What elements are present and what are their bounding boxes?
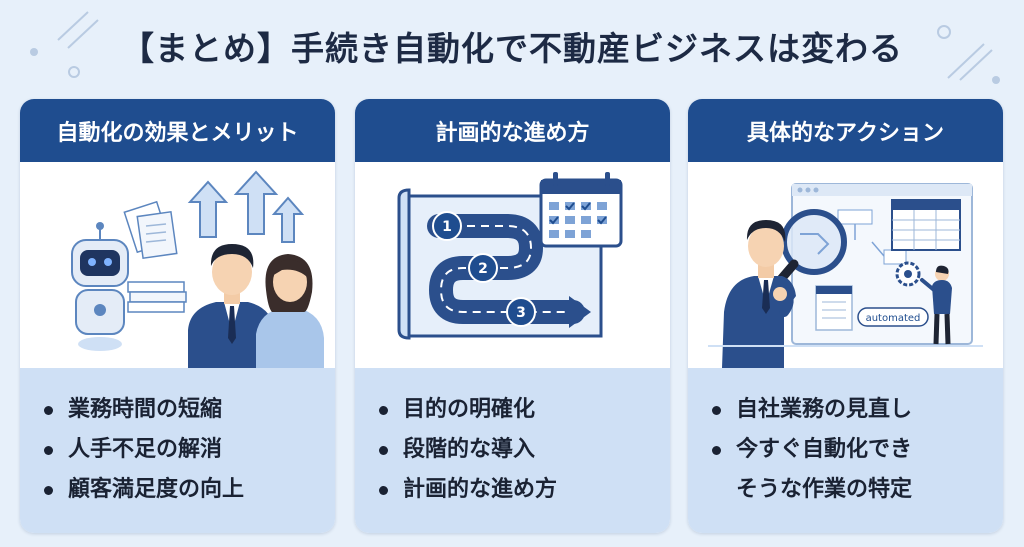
decor-top-right (937, 25, 1000, 84)
card-plan: 計画的な進め方 1 2 3 (355, 99, 670, 533)
list-item: 目的の明確化 (377, 390, 670, 430)
list-item: 今すぐ自動化でき (710, 430, 1003, 470)
step-label: 1 (442, 219, 452, 235)
actions-list: 自社業務の見直し 今すぐ自動化でき そうな作業の特定 (688, 368, 1003, 533)
automated-tag: automated (857, 307, 929, 327)
documents-icon (123, 200, 187, 313)
card-header: 計画的な進め方 (355, 99, 670, 162)
businessman-icon (188, 244, 274, 368)
plan-illustration: 1 2 3 (355, 162, 670, 368)
growth-arrows-icon (187, 170, 305, 243)
gear-icon (895, 261, 921, 287)
automated-label: automated (866, 313, 921, 324)
step-label: 3 (516, 305, 526, 321)
benefits-list: 業務時間の短縮 人手不足の解消 顧客満足度の向上 (20, 368, 335, 533)
calendar-icon (539, 172, 623, 248)
card-header: 自動化の効果とメリット (20, 99, 335, 162)
list-item-continuation: そうな作業の特定 (736, 477, 913, 502)
card-actions: 具体的なアクション (688, 99, 1003, 533)
list-item: 人手不足の解消 (42, 430, 335, 470)
benefits-illustration (20, 162, 335, 368)
businesswoman-icon (256, 254, 324, 368)
spreadsheet-icon (891, 199, 961, 251)
arrow-right-icon (569, 296, 591, 328)
worker-icon (920, 265, 952, 345)
list-item: 段階的な導入 (377, 430, 670, 470)
list-item: 計画的な進め方 (377, 470, 670, 510)
list-item: 業務時間の短縮 (42, 390, 335, 430)
step-label: 2 (478, 261, 488, 277)
list-item: 自社業務の見直し (710, 390, 1003, 430)
step-marker: 1 2 3 (432, 211, 536, 327)
page-title: 【まとめ】手続き自動化で不動産ビジネスは変わる (121, 29, 903, 68)
document-card-icon (815, 285, 853, 331)
decor-top-left (30, 11, 99, 78)
list-item: 顧客満足度の向上 (42, 470, 335, 510)
plan-list: 目的の明確化 段階的な導入 計画的な進め方 (355, 368, 670, 533)
actions-illustration: automated (688, 162, 1003, 368)
card-benefits: 自動化の効果とメリット (20, 99, 335, 533)
robot-icon (71, 222, 129, 351)
card-header: 具体的なアクション (688, 99, 1003, 162)
